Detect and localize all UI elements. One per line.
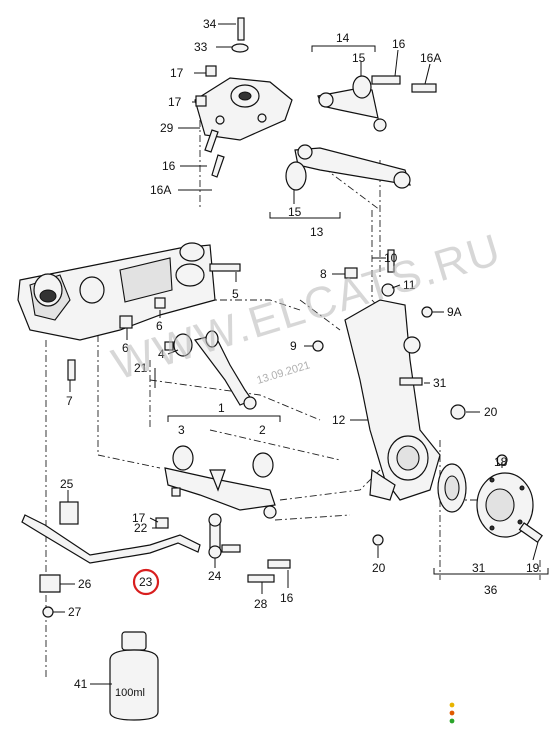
- callout-16: 16: [280, 591, 294, 605]
- callout-2: 2: [259, 423, 266, 437]
- callout-31: 31: [472, 561, 486, 575]
- callout-17: 17: [168, 95, 182, 109]
- callout-26: 26: [78, 577, 92, 591]
- callout-6: 6: [122, 341, 129, 355]
- callout-14: 14: [336, 31, 350, 45]
- steering-knuckle: [312, 249, 466, 546]
- callout-18: 18: [494, 455, 508, 469]
- callout-13: 13: [310, 225, 324, 239]
- guide-link-21: [164, 330, 257, 410]
- indicator-dot-orange: [449, 710, 455, 716]
- callout-41: 41: [74, 677, 88, 691]
- callout-22: 22: [134, 521, 148, 535]
- leader-lines: [53, 23, 539, 685]
- grease-bottle: 100ml: [109, 631, 159, 721]
- callout-7: 7: [66, 394, 73, 408]
- callout-11: 11: [403, 278, 416, 292]
- callout-16: 16: [162, 159, 176, 173]
- callout-labels: 34 33 14 16 16A 15 17 17 29 16 16A 15 13…: [60, 17, 540, 691]
- bottle-label: 100ml: [115, 687, 145, 699]
- stabilizer-bar-23: [21, 501, 201, 618]
- callout-12: 12: [332, 413, 346, 427]
- callout-20: 20: [484, 405, 498, 419]
- coupling-rod-24: [155, 487, 291, 583]
- callout-33: 33: [194, 40, 208, 54]
- callout-5: 5: [232, 287, 239, 301]
- status-indicator-icon: [449, 702, 455, 724]
- callout-25: 25: [60, 477, 74, 491]
- wheel-hub: [437, 454, 543, 543]
- callout-1: 1: [218, 401, 225, 415]
- grouping-brackets: [154, 45, 549, 575]
- callout-17: 17: [132, 511, 146, 525]
- callout-21: 21: [134, 361, 148, 375]
- callout-17: 17: [170, 66, 184, 80]
- highlight-ring: [132, 568, 160, 596]
- callout-16: 16: [392, 37, 406, 51]
- callout-8: 8: [320, 267, 327, 281]
- callout-36: 36: [484, 583, 498, 597]
- callout-28: 28: [254, 597, 268, 611]
- callout-34: 34: [203, 17, 217, 31]
- callout-3: 3: [178, 423, 185, 437]
- callout-16A: 16A: [150, 183, 171, 197]
- watermark-date: 13.09.2021: [255, 359, 311, 387]
- highlighted-callout-23[interactable]: 23: [132, 568, 160, 596]
- callout-29: 29: [160, 121, 174, 135]
- callout-24: 24: [208, 569, 222, 583]
- upper-bearing-bracket: [194, 17, 293, 178]
- indicator-dot-green: [449, 718, 455, 724]
- callout-31: 31: [433, 376, 447, 390]
- callout-27: 27: [68, 605, 82, 619]
- upper-link-13: [285, 144, 411, 191]
- callout-10: 10: [384, 251, 398, 265]
- upper-link-14: [317, 75, 437, 132]
- callout-4: 4: [158, 347, 165, 361]
- callout-15: 15: [288, 205, 302, 219]
- callout-9A: 9A: [447, 305, 462, 319]
- lower-control-arm-1: [164, 445, 277, 519]
- callout-23: 23: [139, 575, 153, 589]
- callout-20: 20: [372, 561, 386, 575]
- callout-16A: 16A: [420, 51, 441, 65]
- bolts-left: [67, 263, 241, 381]
- callout-9: 9: [290, 339, 297, 353]
- indicator-dot-yellow: [449, 702, 455, 708]
- callout-19: 19: [526, 561, 540, 575]
- callout-15: 15: [352, 51, 366, 65]
- callout-6: 6: [156, 319, 163, 333]
